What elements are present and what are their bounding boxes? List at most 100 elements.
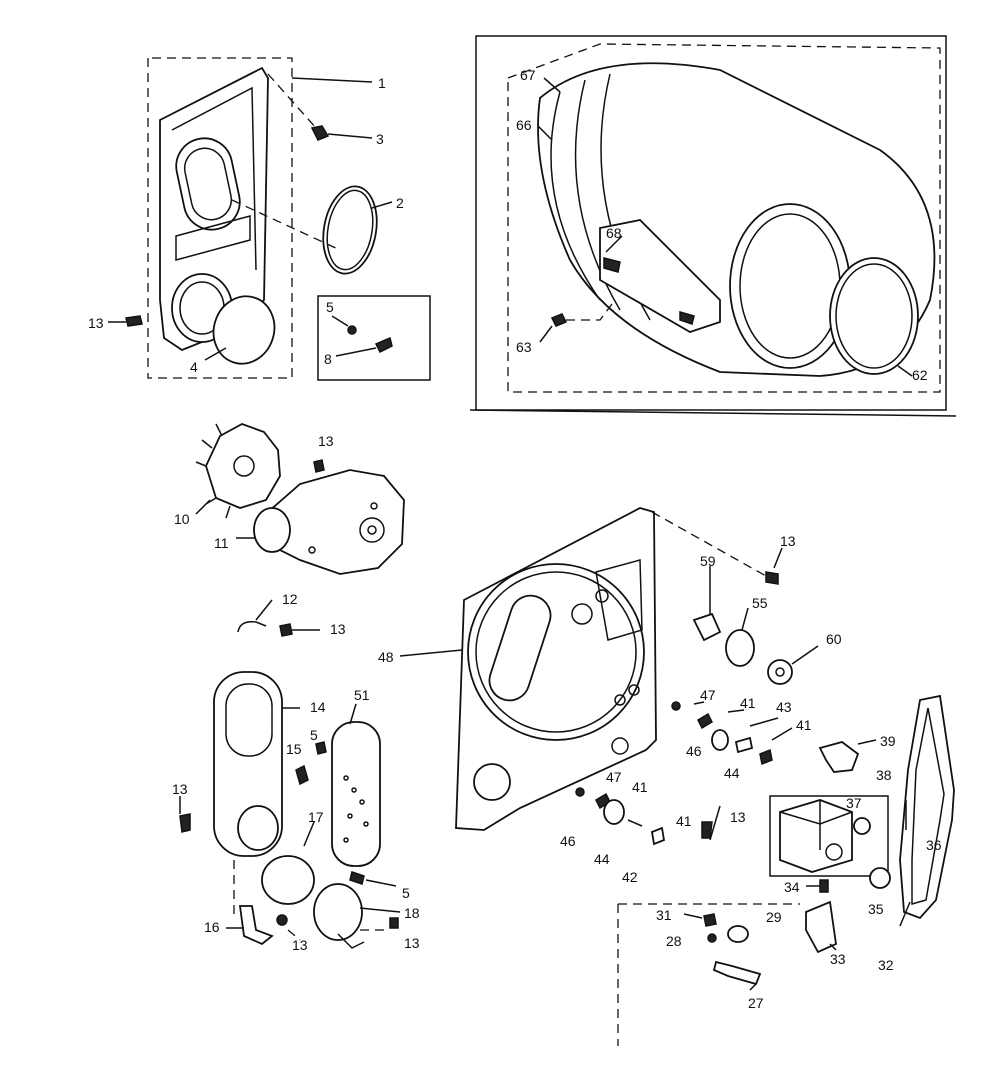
clip-8-part [374,336,393,354]
bracket-39-part [818,741,860,773]
screw-5b-part [315,741,327,755]
label-13g: 13 [780,533,796,549]
label-59: 59 [700,553,716,569]
label-63: 63 [516,339,532,355]
blower-wheel-part [205,423,281,509]
label-13h: 13 [730,809,746,825]
label-11: 11 [214,535,229,551]
label-12: 12 [282,591,298,607]
label-51: 51 [354,687,370,703]
label-5c: 5 [402,885,410,901]
label-5b: 5 [310,727,318,743]
label-34: 34 [784,879,800,895]
filter-housing-part [261,855,315,905]
label-37: 37 [846,795,862,811]
idler-35-part [869,867,891,889]
bracket-33-part [805,900,837,954]
label-13a: 13 [88,315,104,331]
motor-part [779,799,853,873]
screw-13e-part [276,914,288,926]
front-panel-group [108,57,431,381]
label-47a: 47 [700,687,716,703]
label-47b: 47 [606,769,622,785]
screw-13h-part [701,821,713,839]
screw-13a-part [125,315,143,327]
lint-cover-part [212,295,276,365]
screw-13b-part [313,459,325,473]
label-5a: 5 [326,299,334,315]
hinge-part [310,125,330,141]
label-35: 35 [868,901,884,917]
label-15: 15 [286,741,302,757]
label-43: 43 [776,699,792,715]
label-68: 68 [606,225,622,241]
pulley-44b-part [603,799,625,825]
bulkhead-group [399,507,783,831]
label-1: 1 [378,75,386,91]
clip-34-part [819,879,829,893]
label-36: 36 [926,837,942,853]
screw-63-part [550,313,568,327]
label-38: 38 [876,767,892,783]
door-seal-part [322,185,378,275]
pulley-44a-part [711,729,729,751]
shaft-43-part [734,736,754,754]
label-13e: 13 [292,937,308,953]
label-48: 48 [378,649,394,665]
washer-46b-part [575,787,585,797]
label-41b: 41 [796,717,812,733]
label-4: 4 [190,359,198,375]
label-13d: 13 [172,781,188,797]
screw-13g-part [765,571,779,585]
label-16: 16 [204,919,220,935]
label-41d: 41 [676,813,692,829]
label-41c: 41 [632,779,648,795]
drive-belt-part [899,694,955,920]
label-32: 32 [878,957,894,973]
bracket-16-part [238,905,274,946]
spring-41b-part [759,748,773,766]
label-44b: 44 [594,851,610,867]
screw-5a-part [347,325,357,335]
drum-opening-part [729,203,851,369]
screw-5c-part [349,871,365,885]
label-39: 39 [880,733,896,749]
part-labels: 1 3 2 5 8 13 4 67 66 68 63 62 13 10 11 1… [88,67,942,1011]
label-13c: 13 [330,621,346,637]
motor-pulley-part [853,817,871,835]
bearing-55-part [725,629,755,667]
screw-15-part [295,764,309,786]
label-42: 42 [622,869,638,885]
label-8: 8 [324,351,332,367]
motor-group [769,694,955,927]
label-3: 3 [376,131,384,147]
screw-13d-part [179,813,191,833]
label-66: 66 [516,117,532,133]
label-18: 18 [404,905,420,921]
screw-31-part [703,913,717,927]
blower-outlet-part [253,507,291,553]
heater-plate-part [331,721,381,867]
label-44a: 44 [724,765,740,781]
blower-group [195,423,405,575]
label-14: 14 [310,699,326,715]
bearing-59-part [692,612,722,642]
label-33: 33 [830,951,846,967]
pulley-60-part [767,659,793,685]
bracket-group [617,900,837,1046]
label-13f: 13 [404,935,420,951]
label-31: 31 [656,907,672,923]
drum-baffle-part [599,219,721,333]
label-41a: 41 [740,695,756,711]
drum-group [469,35,957,417]
label-10: 10 [174,511,190,527]
label-2: 2 [396,195,404,211]
drum-bearing-plate-part [467,563,645,741]
washer-47a-part [671,701,681,711]
thermostat-cover-part [313,883,363,941]
label-67: 67 [520,67,536,83]
label-27: 27 [748,995,764,1011]
label-46a: 46 [686,743,702,759]
label-17: 17 [308,809,324,825]
